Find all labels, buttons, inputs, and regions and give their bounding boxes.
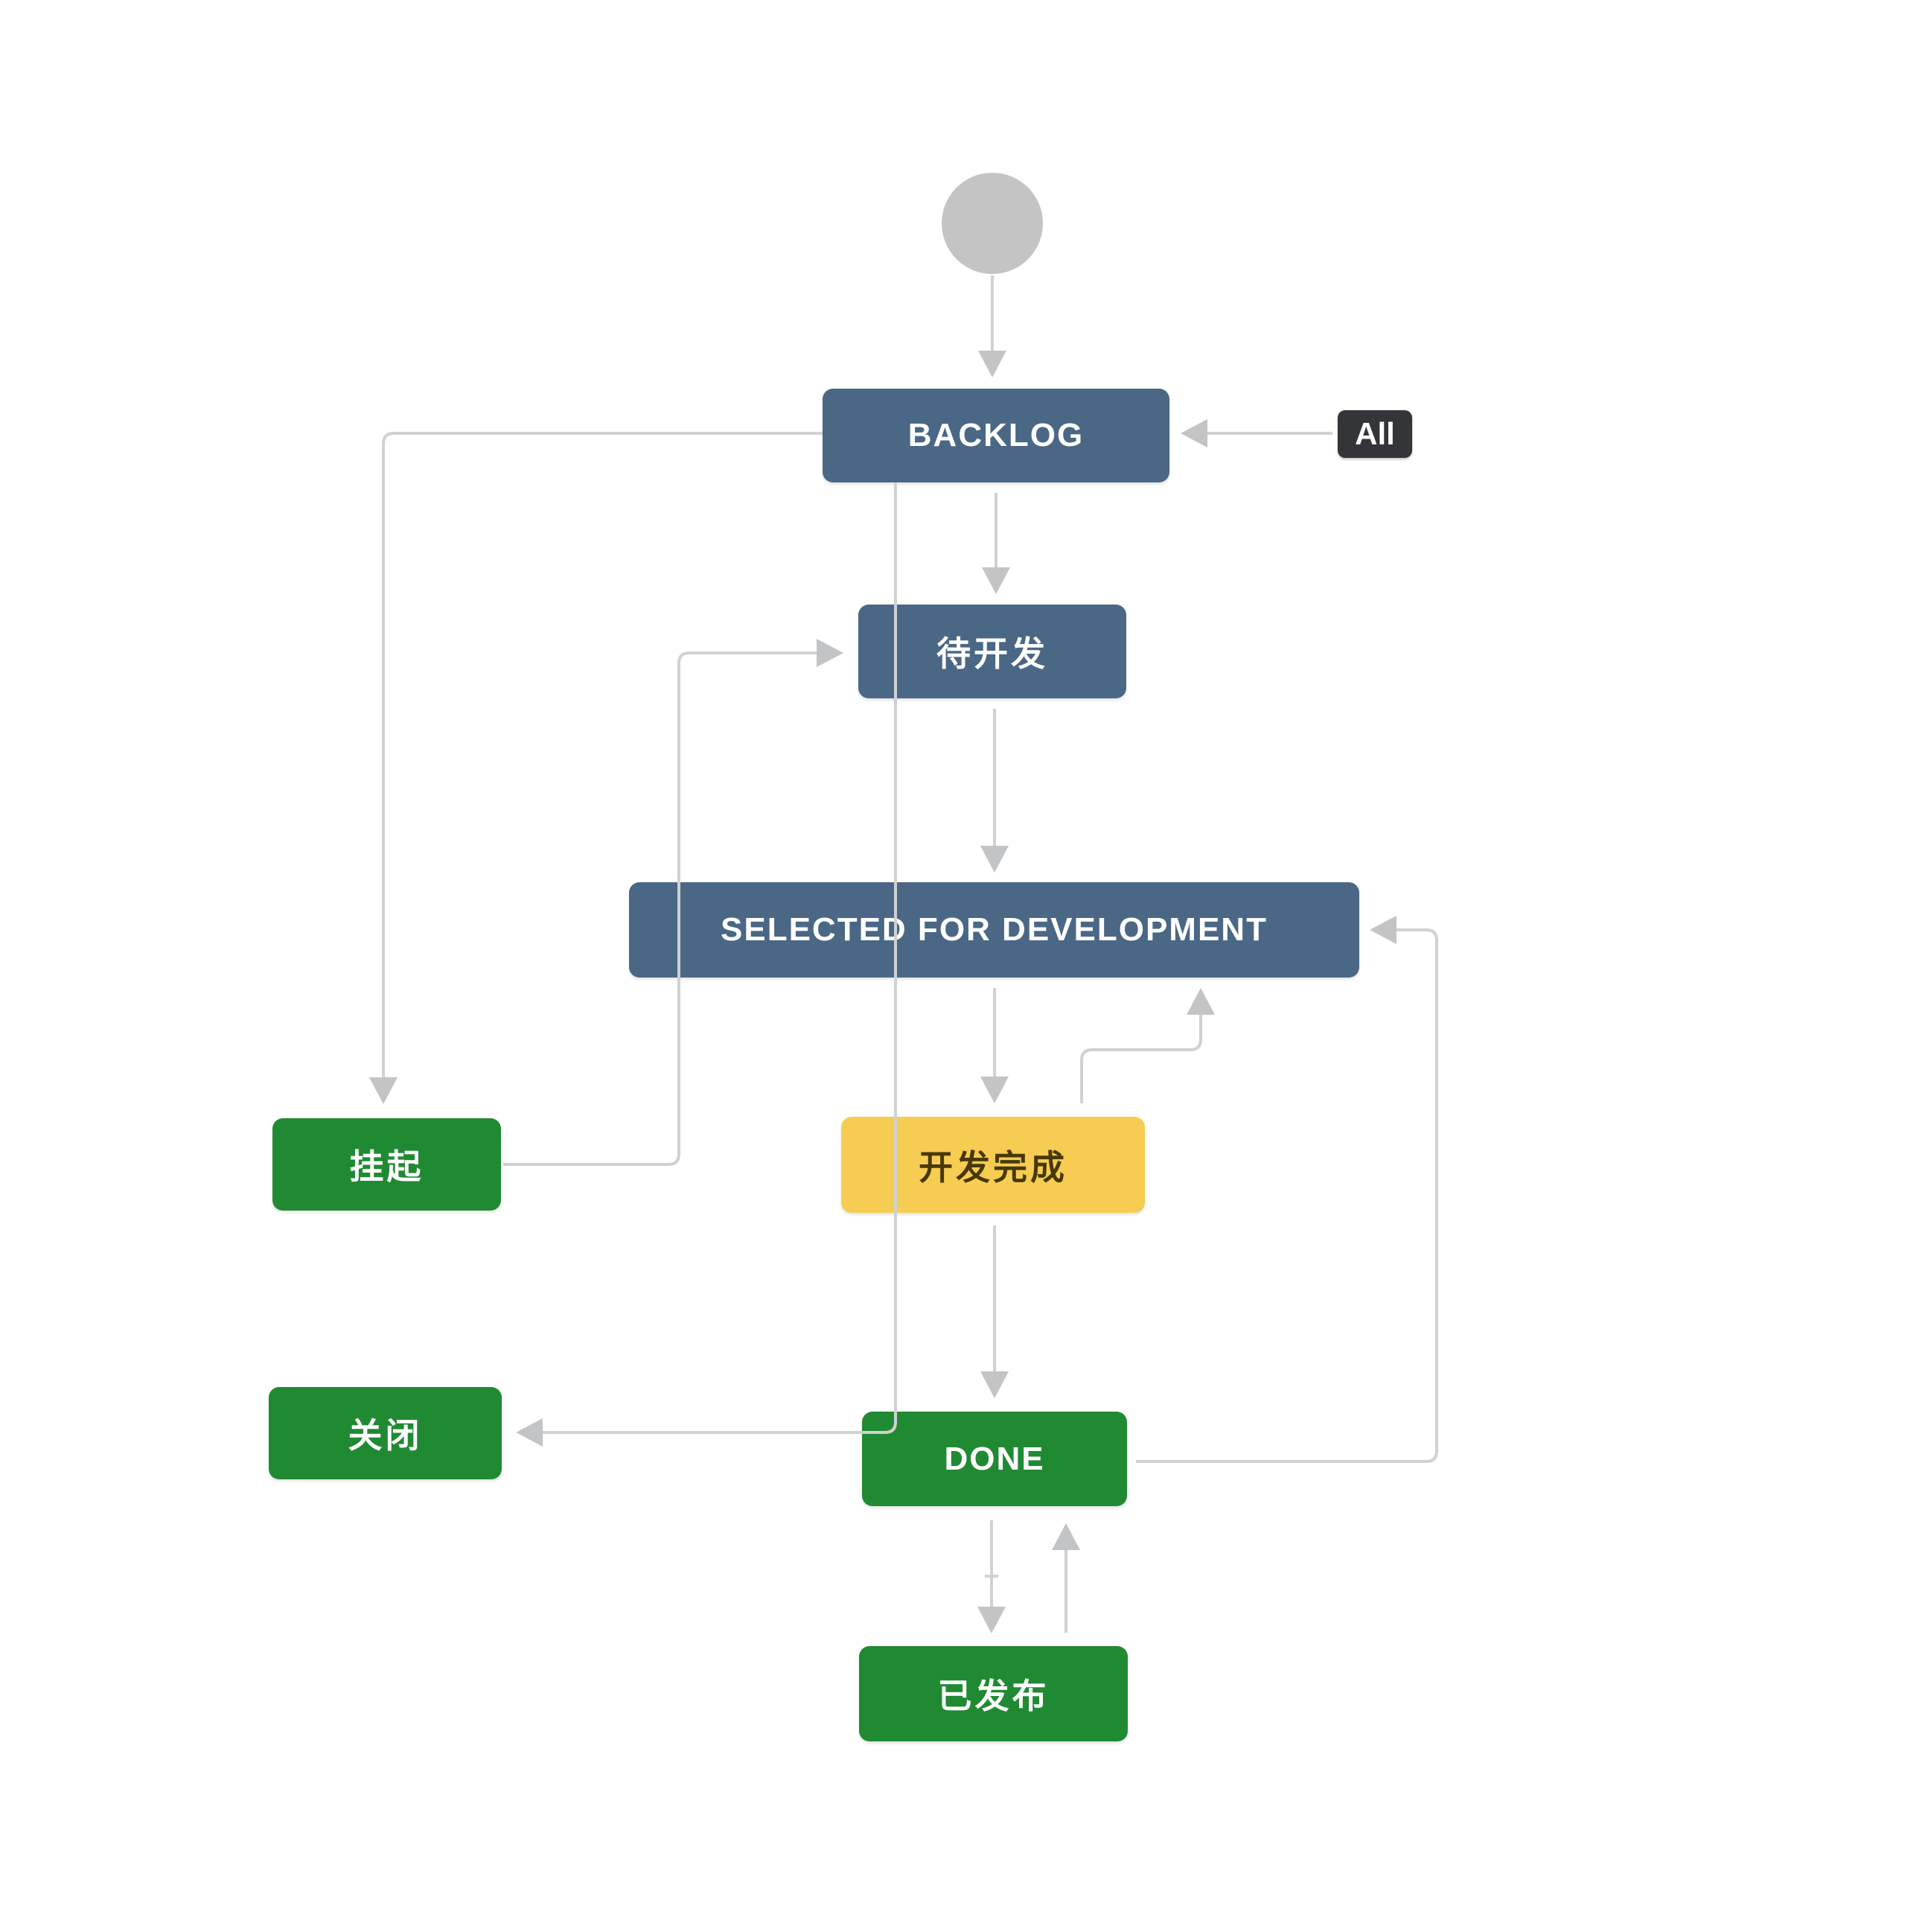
transition-backlog-to-suspended (369, 432, 823, 1104)
transition-to-develop-to-selected (980, 709, 1009, 873)
status-dev-complete[interactable]: 开发完成 (841, 1117, 1145, 1213)
transition-dev-complete-to-done (980, 1225, 1009, 1398)
transition-create-to-backlog (978, 275, 1006, 377)
status-closed-label: 关闭 (348, 1416, 423, 1455)
status-suspended[interactable]: 挂起 (272, 1118, 501, 1211)
transition-done-to-selected (1136, 916, 1438, 1463)
transition-released-to-done (1052, 1523, 1080, 1633)
status-closed[interactable]: 关闭 (269, 1387, 502, 1479)
status-backlog-label: BACKLOG (907, 417, 1085, 453)
status-to-develop-label: 待开发 (936, 634, 1048, 673)
status-selected-for-development-label: SELECTED FOR DEVELOPMENT (721, 911, 1268, 948)
status-done-label: DONE (944, 1440, 1045, 1477)
transition-all-to-backlog (1181, 419, 1332, 447)
transition-label-all[interactable]: All (1338, 410, 1412, 458)
status-released[interactable]: 已发布 (859, 1646, 1128, 1741)
transition-selected-to-dev-complete (980, 988, 1009, 1103)
status-released-label: 已发布 (937, 1677, 1050, 1715)
status-done[interactable]: DONE (862, 1412, 1127, 1506)
transition-dev-complete-to-selected (1080, 988, 1215, 1103)
transition-done-to-released (977, 1520, 1006, 1633)
status-dev-complete-label: 开发完成 (919, 1147, 1067, 1187)
transition-backlog-to-to-develop (982, 493, 1010, 594)
status-to-develop[interactable]: 待开发 (858, 605, 1126, 698)
status-backlog[interactable]: BACKLOG (823, 389, 1169, 482)
start-node (942, 173, 1043, 274)
status-selected-for-development[interactable]: SELECTED FOR DEVELOPMENT (629, 882, 1359, 978)
status-suspended-label: 挂起 (349, 1147, 424, 1186)
